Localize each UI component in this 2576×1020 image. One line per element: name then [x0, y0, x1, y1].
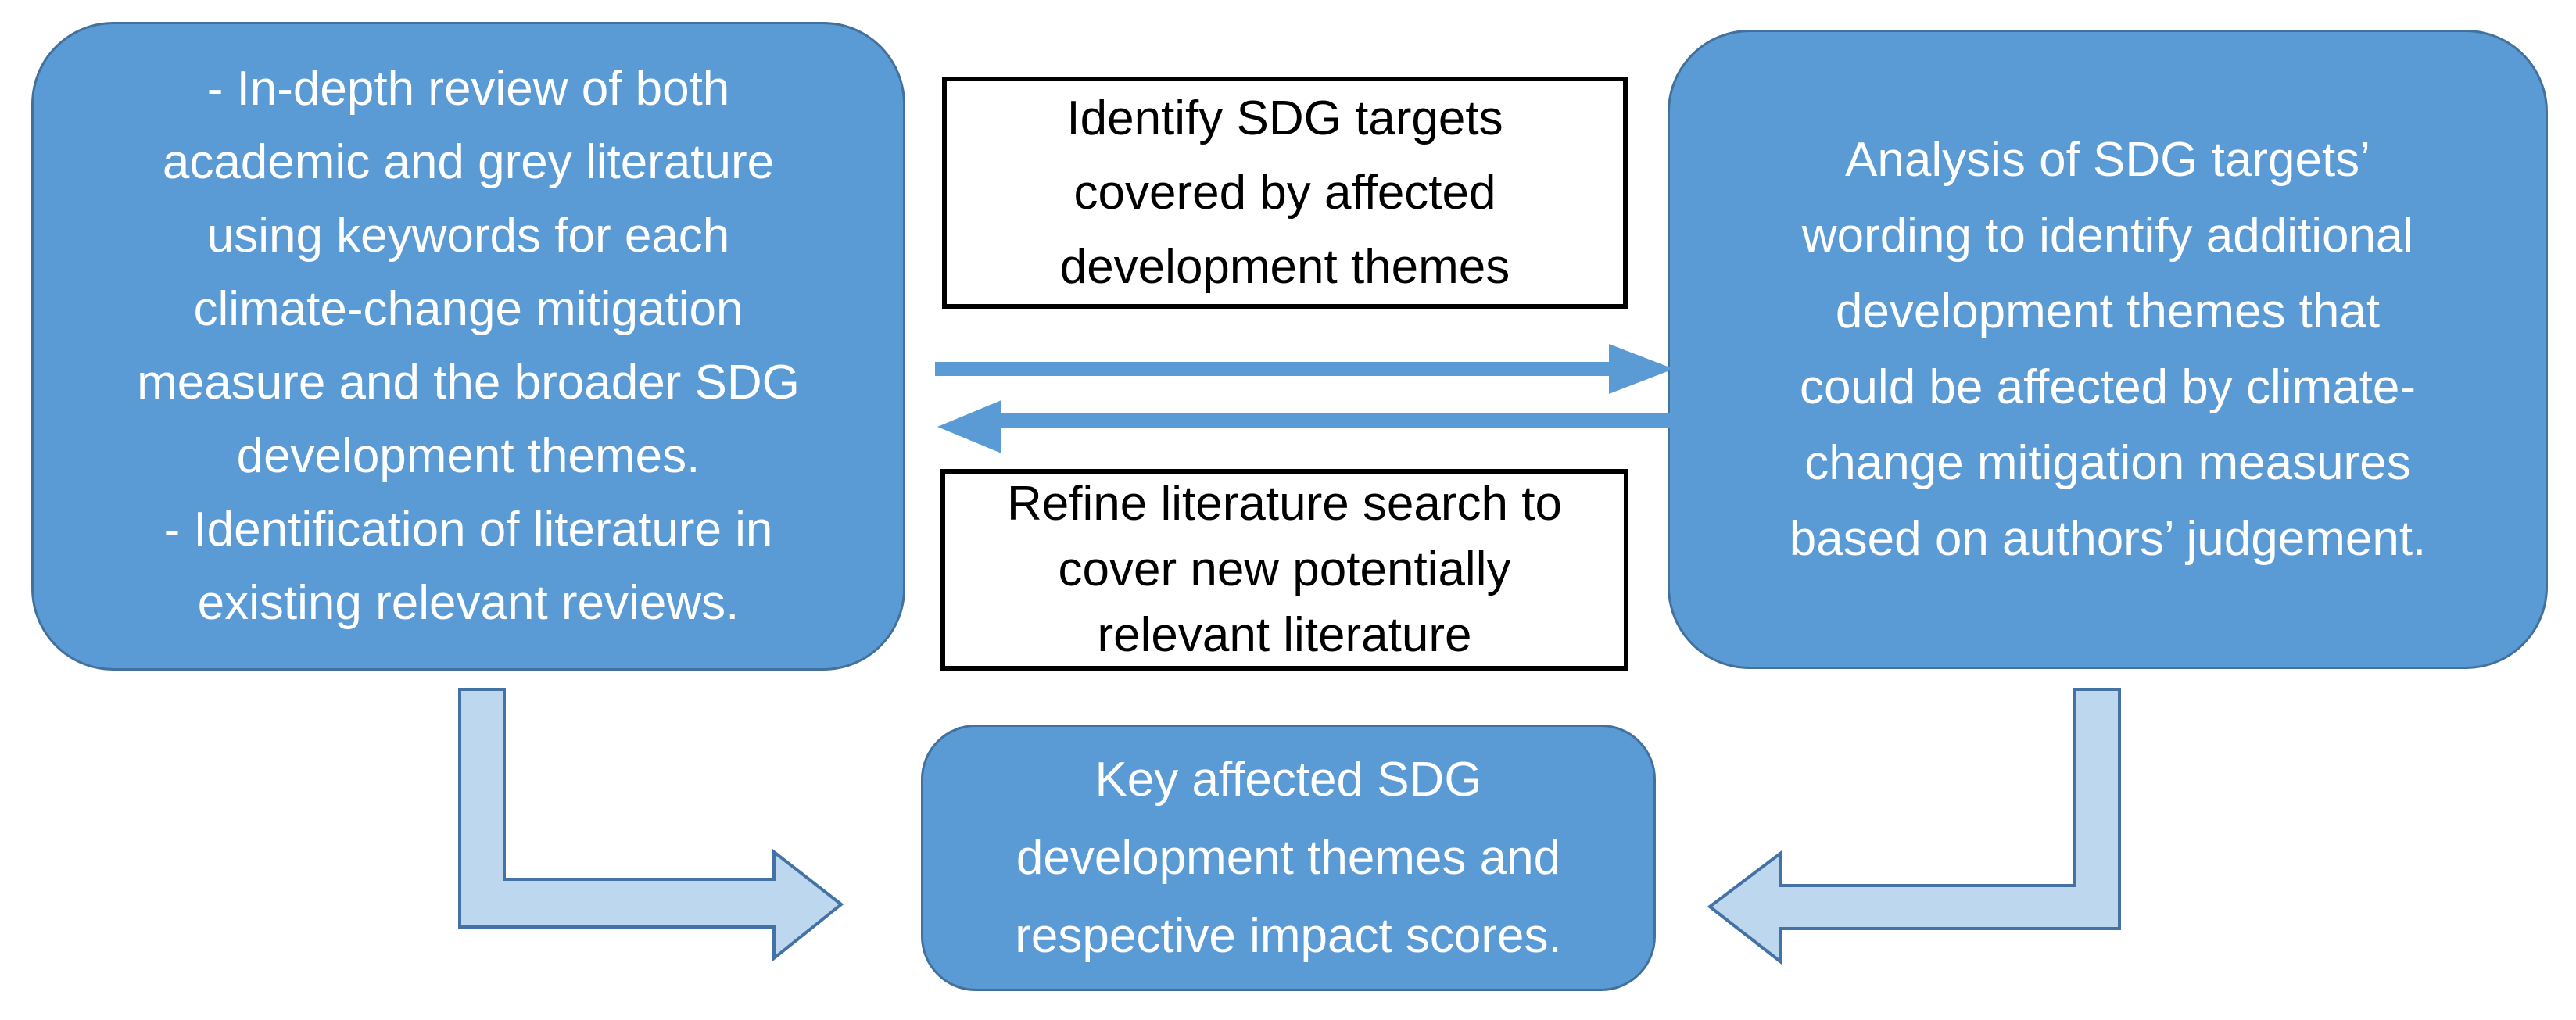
- identify-targets-box: Identify SDG targets covered by affected…: [942, 77, 1628, 309]
- identify-targets-text: Identify SDG targets covered by affected…: [1059, 91, 1510, 294]
- targets-analysis-box: Analysis of SDG targets’ wording to iden…: [1668, 30, 2548, 669]
- literature-review-text: - In-depth review of both academic and g…: [137, 62, 800, 630]
- right-elbow-arrow-icon: [1707, 688, 2121, 965]
- refine-search-text: Refine literature search to cover new po…: [1007, 477, 1562, 662]
- literature-review-box: - In-depth review of both academic and g…: [31, 22, 905, 671]
- targets-analysis-text: Analysis of SDG targets’ wording to iden…: [1789, 133, 2427, 566]
- forward-arrow-icon: [935, 344, 1674, 394]
- key-themes-text: Key affected SDG development themes and …: [1015, 752, 1562, 963]
- refine-search-box: Refine literature search to cover new po…: [940, 469, 1628, 671]
- left-elbow-arrow-icon: [458, 688, 844, 962]
- backward-arrow-icon: [937, 400, 1679, 453]
- key-themes-box: Key affected SDG development themes and …: [921, 725, 1656, 991]
